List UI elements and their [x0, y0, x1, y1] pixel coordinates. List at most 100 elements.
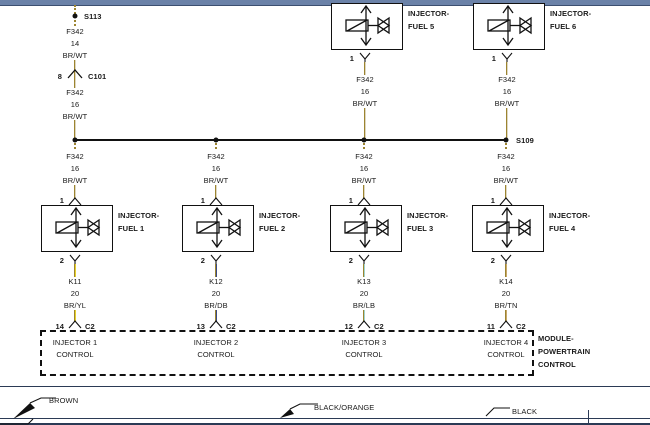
injector-fuel-5-feed-circuit: F342 [356, 75, 374, 84]
injector-fuel-2-pcm-terminal [209, 320, 223, 329]
wire-injector4-control-upper [505, 264, 507, 277]
injector-fuel-3-pcm-pin: 12 [344, 322, 353, 331]
injector-fuel-2-pin2-label: 2 [200, 256, 205, 265]
injector-fuel-6-feed-color: BR/WT [494, 99, 520, 108]
feed-top-color: BR/WT [62, 51, 88, 60]
injector-fuel-2-name-line1: INJECTOR- [259, 211, 301, 220]
splice-dot-col3 [361, 137, 367, 143]
wire-injector3-control-lower [363, 310, 365, 322]
wire-s113-below [74, 20, 76, 26]
legend-label-black-orange: BLACK/ORANGE [314, 403, 375, 412]
wire-bus-to-injector3 [363, 185, 365, 199]
injector-fuel-1-pin1-terminal [68, 197, 82, 206]
pcm-injector-3-label-line1: INJECTOR 3 [341, 338, 387, 347]
injector-fuel-2-control-circuit: K12 [209, 277, 223, 286]
injector-fuel-3-control-circuit: K13 [357, 277, 371, 286]
injector-fuel-3-pin1-terminal [357, 197, 371, 206]
wire-injector5-to-bus [364, 108, 366, 139]
pcm-module-label-line2: POWERTRAIN [538, 347, 591, 356]
bus-stub-col1 [74, 143, 76, 149]
legend-label-black: BLACK [512, 407, 538, 416]
pcm-injector-2-label-line1: INJECTOR 2 [193, 338, 239, 347]
injector-fuel-6-pin1-label: 1 [491, 54, 496, 63]
injector-fuel-1-control-gauge: 20 [70, 289, 80, 298]
feed-top-circuit: F342 [66, 27, 84, 36]
injector-fuel-1-control-circuit: K11 [68, 277, 82, 286]
injector-fuel-2-box[interactable] [182, 205, 254, 252]
bus-feed-2-gauge: 16 [211, 164, 221, 173]
injector-fuel-1-pin1-label: 1 [59, 196, 64, 205]
injector-fuel-4-control-color: BR/TN [494, 301, 518, 310]
bus-feed-1-circuit: F342 [66, 152, 84, 161]
injector-fuel-2-pcm-connector: C2 [226, 322, 236, 331]
bus-feed-3-circuit: F342 [355, 152, 373, 161]
pcm-injector-1-label-line1: INJECTOR 1 [52, 338, 98, 347]
injector-fuel-2-pin1-terminal [209, 197, 223, 206]
wire-injector3-control-upper [363, 264, 365, 277]
injector-fuel-5-name-line2: FUEL 5 [408, 22, 435, 31]
legend-callout-brown [13, 397, 56, 419]
bus-feed-4-color: BR/WT [493, 176, 519, 185]
injector-fuel-3-box[interactable] [330, 205, 402, 252]
injector-fuel-4-symbol [486, 206, 532, 249]
injector-fuel-4-box[interactable] [472, 205, 544, 252]
injector-fuel-5-feed-color: BR/WT [352, 99, 378, 108]
legend-callout-black-orange [280, 403, 318, 418]
bus-feed-4-circuit: F342 [497, 152, 515, 161]
wire-injector4-control-lower [505, 310, 507, 322]
wire-injector1-control-lower [74, 310, 76, 322]
injector-fuel-5-name-line1: INJECTOR- [408, 9, 450, 18]
pcm-injector-4-label-line2: CONTROL [487, 350, 525, 359]
bus-feed-1-color: BR/WT [62, 176, 88, 185]
bottom-rule-bottom [0, 423, 650, 425]
injector-fuel-4-name-line1: INJECTOR- [549, 211, 591, 220]
injector-fuel-1-control-color: BR/YL [63, 301, 87, 310]
top-header-rule [0, 5, 650, 6]
injector-fuel-3-pin2-label: 2 [348, 256, 353, 265]
pcm-module-label-line3: CONTROL [538, 360, 576, 369]
feed-c101-color: BR/WT [62, 112, 88, 121]
bus-stub-col4 [505, 143, 507, 149]
bus-feed-1-gauge: 16 [70, 164, 80, 173]
pcm-injector-3-label-line2: CONTROL [345, 350, 383, 359]
injector-fuel-4-pin1-label: 1 [490, 196, 495, 205]
bus-feed-3-color: BR/WT [351, 176, 377, 185]
wire-s113-above [74, 5, 76, 14]
injector-fuel-1-pcm-pin: 14 [55, 322, 64, 331]
bottom-rule-lower [0, 418, 650, 419]
wire-injector6-to-bus [506, 108, 508, 139]
splice-bus-s109 [75, 139, 507, 141]
legend-bracket-brown [0, 418, 34, 425]
wire-bus-to-injector1 [74, 185, 76, 199]
top-header-bar [0, 0, 650, 5]
injector-fuel-3-symbol [344, 206, 390, 249]
injector-fuel-1-box[interactable] [41, 205, 113, 252]
injector-fuel-2-name-line2: FUEL 2 [259, 224, 286, 233]
legend-callout-black [485, 407, 510, 417]
injector-fuel-4-pcm-connector: C2 [516, 322, 526, 331]
pcm-injector-4-label-line1: INJECTOR 4 [483, 338, 529, 347]
injector-fuel-5-box[interactable] [331, 3, 403, 50]
injector-fuel-4-pcm-pin: 11 [486, 322, 495, 331]
injector-fuel-1-name-line2: FUEL 1 [118, 224, 145, 233]
injector-fuel-4-name-line2: FUEL 4 [549, 224, 576, 233]
injector-fuel-3-name-line1: INJECTOR- [407, 211, 449, 220]
bus-feed-2-circuit: F342 [207, 152, 225, 161]
pcm-module-label-line1: MODULE- [538, 334, 574, 343]
wire-injector5-feed [364, 62, 366, 75]
injector-fuel-4-pin1-terminal [499, 197, 513, 206]
wire-bus-to-injector2 [215, 185, 217, 199]
bus-stub-col2 [215, 143, 217, 149]
wire-below-c101 [74, 74, 76, 88]
bus-feed-3-gauge: 16 [359, 164, 369, 173]
pcm-injector-2-label-line2: CONTROL [197, 350, 235, 359]
connector-c101-label: C101 [88, 72, 107, 81]
injector-fuel-4-pcm-terminal [499, 320, 513, 329]
injector-fuel-3-control-gauge: 20 [359, 289, 369, 298]
injector-fuel-6-feed-circuit: F342 [498, 75, 516, 84]
injector-fuel-6-name-line2: FUEL 6 [550, 22, 577, 31]
injector-fuel-6-box[interactable] [473, 3, 545, 50]
injector-fuel-2-pin1-label: 1 [200, 196, 205, 205]
pcm-module-box[interactable] [40, 330, 534, 376]
